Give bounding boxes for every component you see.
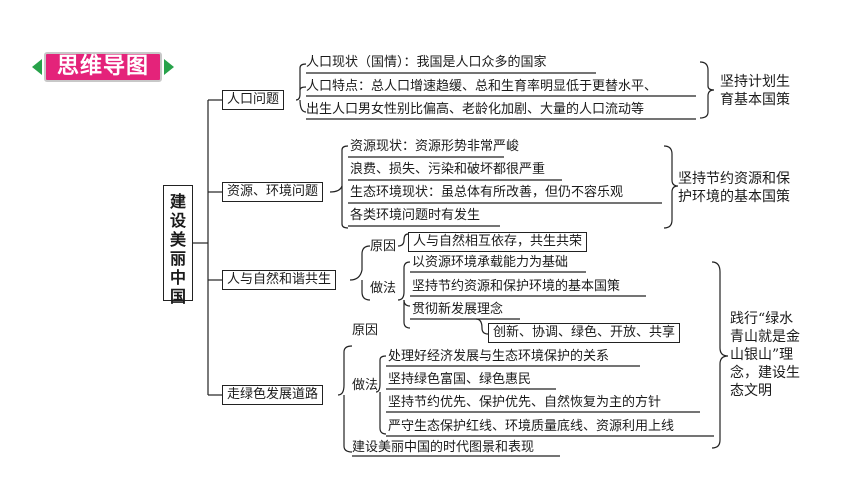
arrow-left-icon xyxy=(32,59,42,75)
root-node: 建 设 美 丽 中 国 xyxy=(163,185,193,306)
population-traits-1: 人口特点：总人口增速趋缓、总和生育率明显低于更替水平、 xyxy=(306,79,658,94)
branch-population: 人口问题 xyxy=(222,90,285,110)
policy-line: 坚持计划生 xyxy=(720,74,790,90)
arrow-right-icon xyxy=(164,59,174,75)
population-traits-2: 出生人口男女性别比偏高、老龄化加剧、大量的人口流动等 xyxy=(306,102,645,117)
green-method-3: 坚持节约优先、保护优先、自然恢复为主的方针 xyxy=(388,395,662,410)
side-note-line: 青山就是金 xyxy=(730,329,800,345)
green-vision: 建设美丽中国的时代图景和表现 xyxy=(352,440,535,455)
harmony-method-1: 以资源环境承载能力为基础 xyxy=(412,255,569,270)
harmony-method-2: 坚持节约资源和保护环境的基本国策 xyxy=(412,279,621,294)
harmony-method-3: 贯彻新发展理念 xyxy=(412,302,504,317)
root-char: 丽 xyxy=(169,249,186,268)
side-note: 践行“绿水 青山就是金 山银山”理 念，建设生 态文明 xyxy=(730,310,800,400)
root-char: 建 xyxy=(169,192,186,211)
resource-waste: 浪费、损失、污染和破坏都很严重 xyxy=(350,162,546,177)
harmony-reason: 人与自然相互依存，共生共荣 xyxy=(408,232,588,252)
green-reason-label: 原因 xyxy=(352,323,379,338)
population-policy: 坚持计划生 育基本国策 xyxy=(720,73,790,109)
branch-green-development: 走绿色发展道路 xyxy=(222,385,324,405)
env-problems: 各类环境问题时有发生 xyxy=(350,208,481,223)
eco-status: 生态环境现状：虽总体有所改善，但仍不容乐观 xyxy=(350,185,624,200)
branch-harmony: 人与自然和谐共生 xyxy=(222,270,337,290)
harmony-reason-label: 原因 xyxy=(370,239,397,254)
development-concept: 创新、协调、绿色、开放、共享 xyxy=(488,323,681,343)
side-note-line: 念，建设生 xyxy=(730,365,800,381)
root-char: 设 xyxy=(169,211,186,230)
root-char: 国 xyxy=(169,287,186,306)
branch-resources-environment: 资源、环境问题 xyxy=(222,182,324,202)
green-method-4: 严守生态保护红线、环境质量底线、资源利用上线 xyxy=(388,419,675,434)
page-title: 思维导图 xyxy=(44,52,162,82)
policy-line: 护环境的基本国策 xyxy=(678,189,790,205)
root-char: 美 xyxy=(169,230,186,249)
resource-policy: 坚持节约资源和保 护环境的基本国策 xyxy=(678,170,790,206)
root-char: 中 xyxy=(169,268,186,287)
harmony-method-label: 做法 xyxy=(370,281,397,296)
side-note-line: 践行“绿水 xyxy=(730,311,794,327)
policy-line: 育基本国策 xyxy=(720,92,790,108)
green-method-2: 坚持绿色富国、绿色惠民 xyxy=(388,372,532,387)
side-note-line: 态文明 xyxy=(730,383,772,399)
green-method-1: 处理好经济发展与生态环境保护的关系 xyxy=(388,349,610,364)
side-note-line: 山银山”理 xyxy=(730,347,794,363)
title-badge: 思维导图 xyxy=(32,50,174,84)
policy-line: 坚持节约资源和保 xyxy=(678,171,790,187)
resource-status: 资源现状：资源形势非常严峻 xyxy=(350,139,520,154)
green-method-label: 做法 xyxy=(352,378,379,393)
population-status: 人口现状（国情）：我国是人口众多的国家 xyxy=(306,55,547,70)
